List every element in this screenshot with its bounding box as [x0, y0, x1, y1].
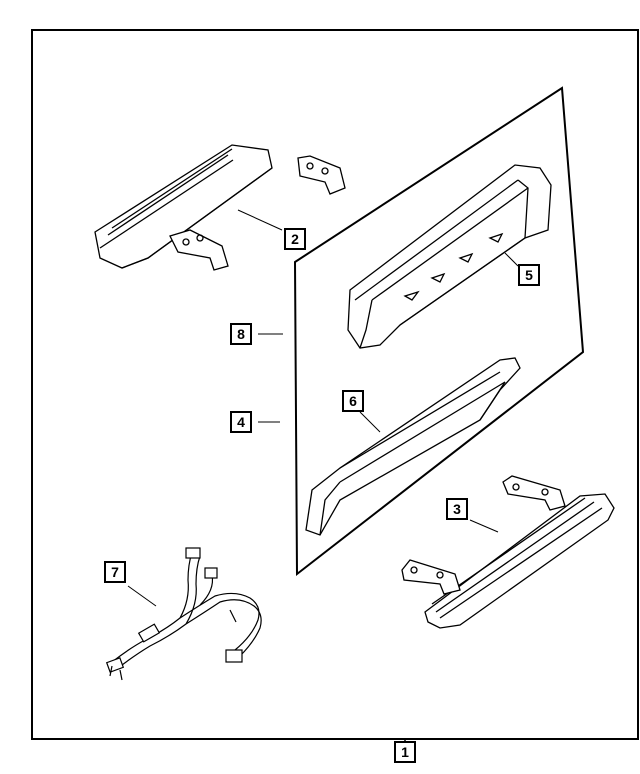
kit-panel: [293, 86, 585, 577]
callout-7: 7: [104, 561, 126, 583]
leader-5: [504, 252, 519, 267]
callout-1: 1: [394, 741, 416, 763]
callout-4: 4: [230, 411, 252, 433]
part-2-running-board: [94, 144, 346, 271]
callout-6: 6: [342, 390, 364, 412]
part-7-wiring-harness: [105, 547, 262, 681]
diagram-frame: [31, 29, 639, 740]
leader-2: [237, 209, 283, 231]
callout-2: 2: [284, 228, 306, 250]
callout-3: 3: [446, 498, 468, 520]
callout-8: 8: [230, 323, 252, 345]
callout-5: 5: [518, 264, 540, 286]
leader-6: [359, 411, 381, 433]
leader-3: [469, 519, 499, 533]
part-5-step-cover: [347, 164, 552, 349]
part-6-trim: [305, 357, 521, 536]
part-3-running-board: [401, 475, 615, 629]
leader-7: [127, 585, 157, 607]
